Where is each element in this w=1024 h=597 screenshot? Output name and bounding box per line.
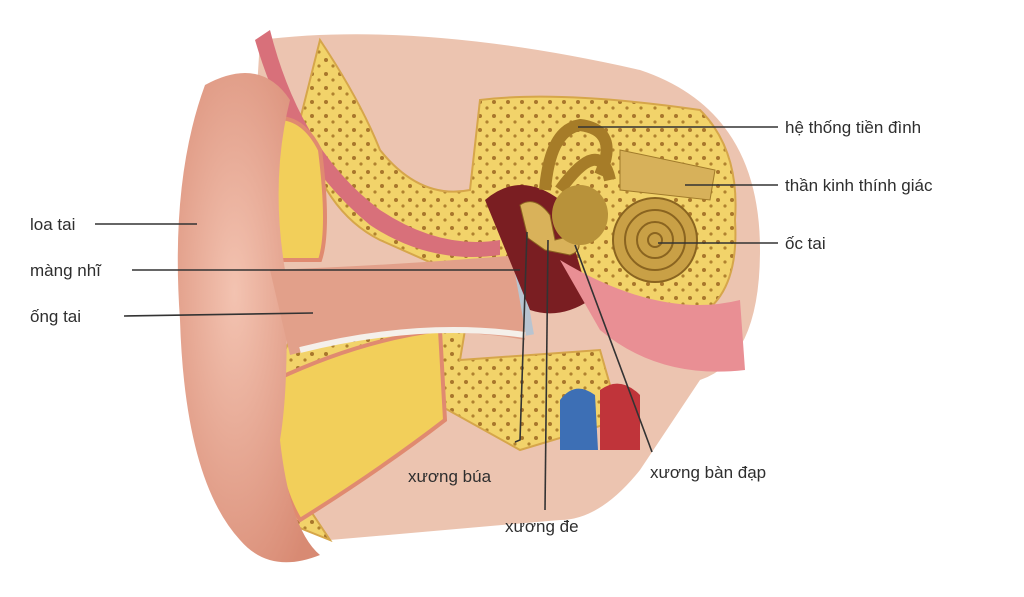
label-stapes: xương bàn đạp [650, 463, 766, 482]
label-vestibular-system: hệ thống tiền đình [785, 118, 921, 137]
label-pinna: loa tai [30, 215, 75, 234]
leader-stapes [574, 244, 653, 453]
label-eardrum: màng nhĩ [30, 261, 102, 280]
leader-ear-canal [123, 312, 314, 317]
label-auditory-nerve: thần kinh thính giác [785, 176, 933, 195]
label-cochlea: ốc tai [785, 234, 826, 253]
leader-malleus [514, 231, 528, 443]
canal-lining [299, 327, 526, 353]
eustachian-tissue [560, 260, 745, 372]
label-malleus: xương búa [408, 467, 492, 486]
pinna-shape [177, 73, 320, 563]
leader-incus [544, 239, 549, 511]
label-ear-canal: ống tai [30, 307, 81, 326]
label-incus: xương đe [505, 517, 579, 536]
vein [560, 388, 598, 450]
artery [600, 383, 640, 450]
inner-ear [539, 118, 716, 283]
